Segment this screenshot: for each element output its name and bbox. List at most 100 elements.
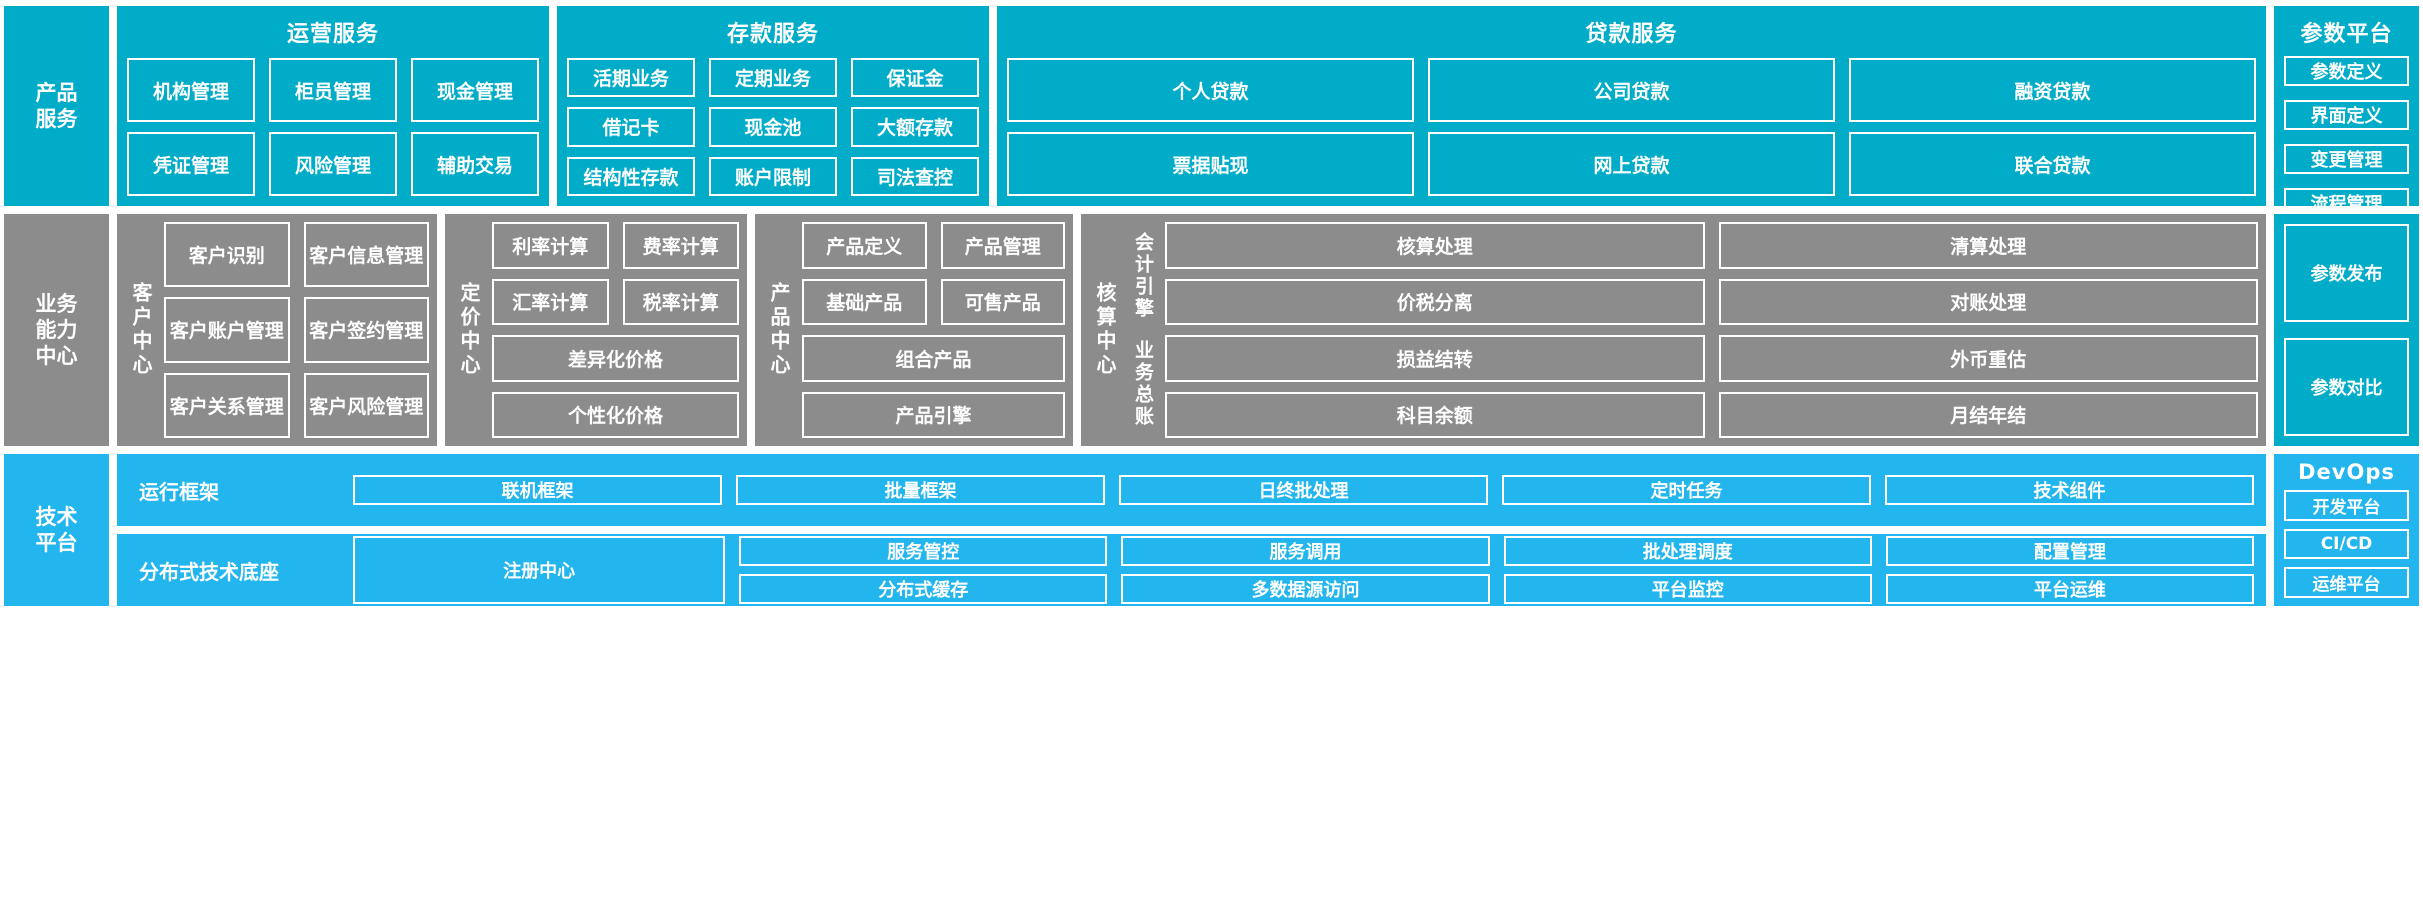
capability-row: 价税分离 对账处理	[1165, 278, 2258, 325]
service-cell-structured-deposit[interactable]: 结构性存款	[567, 156, 695, 196]
capability-row: 产品引擎	[802, 391, 1065, 438]
tech-cell-platform-operations[interactable]: 平台运维	[1885, 574, 2255, 604]
service-cell-corporate-loan[interactable]: 公司贷款	[1428, 58, 1835, 122]
service-cell-cash-management[interactable]: 现金管理	[411, 58, 539, 122]
tech-cell-service-governance[interactable]: 服务管控	[739, 536, 1108, 566]
cap-cell-differentiated-pricing[interactable]: 差异化价格	[492, 335, 739, 382]
tech-column: 服务调用 多数据源访问	[1121, 536, 1490, 604]
service-cell-account-restriction[interactable]: 账户限制	[709, 156, 837, 196]
cap-cell-month-year-end-closing[interactable]: 月结年结	[1718, 391, 2258, 438]
group-title-deposit: 存款服务	[726, 22, 819, 47]
cap-cell-combined-product[interactable]: 组合产品	[802, 335, 1065, 382]
cap-cell-base-product[interactable]: 基础产品	[802, 278, 927, 325]
group-customer-center: 客户中心 客户识别 客户信息管理 客户账户管理 客户签约管理 客户关系管理 客户…	[117, 214, 437, 446]
tech-cell-configuration-management[interactable]: 配置管理	[1885, 536, 2255, 566]
tech-cell-scheduled-task[interactable]: 定时任务	[1502, 475, 1871, 505]
cap-cell-account-balance[interactable]: 科目余额	[1165, 391, 1705, 438]
service-row: 机构管理 柜员管理 现金管理	[127, 58, 539, 122]
cap-cell-interest-rate-calculation[interactable]: 利率计算	[492, 222, 609, 269]
param-cell-parameter-publish[interactable]: 参数发布	[2284, 224, 2409, 322]
service-cell-debit-card[interactable]: 借记卡	[567, 107, 695, 147]
cap-cell-sellable-product[interactable]: 可售产品	[940, 278, 1065, 325]
cap-cell-price-tax-separation[interactable]: 价税分离	[1165, 278, 1705, 325]
devops-cell-cicd[interactable]: CI/CD	[2284, 528, 2409, 560]
capability-row: 核算处理 清算处理	[1165, 222, 2258, 269]
band-label-business-capability: 业务 能力 中心	[4, 214, 109, 446]
service-cell-time-deposit[interactable]: 定期业务	[709, 58, 837, 98]
cap-cell-customer-contract-management[interactable]: 客户签约管理	[303, 297, 429, 363]
tech-cell-multi-datasource-access[interactable]: 多数据源访问	[1121, 574, 1490, 604]
strip-runtime-framework: 运行框架 联机框架 批量框架 日终批处理 定时任务 技术组件	[117, 454, 2266, 526]
service-cell-judicial-inquiry[interactable]: 司法查控	[851, 156, 979, 196]
cap-cell-customer-account-management[interactable]: 客户账户管理	[164, 297, 290, 363]
capability-row: 利率计算 费率计算	[492, 222, 739, 269]
service-cell-teller-management[interactable]: 柜员管理	[269, 58, 397, 122]
tech-cell-online-framework[interactable]: 联机框架	[353, 475, 722, 505]
service-cell-bill-discount[interactable]: 票据贴现	[1007, 132, 1414, 196]
strip-distributed-tech-base: 分布式技术底座 注册中心 服务管控 分布式缓存 服务调用 多数据源访问 批处理调…	[117, 534, 2266, 606]
service-row: 借记卡 现金池 大额存款	[567, 107, 979, 147]
cap-cell-exchange-rate-calculation[interactable]: 汇率计算	[492, 278, 609, 325]
cap-cell-foreign-currency-revaluation[interactable]: 外币重估	[1718, 335, 2258, 382]
cap-cell-personalized-pricing[interactable]: 个性化价格	[492, 391, 739, 438]
strip-label-runtime-framework: 运行框架	[139, 479, 219, 504]
cap-cell-customer-risk-management[interactable]: 客户风险管理	[303, 372, 429, 438]
group-vlabel-pricing-center: 定价中心	[457, 282, 481, 378]
service-cell-personal-loan[interactable]: 个人贷款	[1007, 58, 1414, 122]
column-parameter-platform-lower: 参数发布 参数对比	[2274, 214, 2419, 446]
tech-cell-technical-component[interactable]: 技术组件	[1885, 475, 2254, 505]
cap-cell-product-engine[interactable]: 产品引擎	[802, 391, 1065, 438]
param-cell-parameter-compare[interactable]: 参数对比	[2284, 338, 2409, 436]
param-cell-parameter-definition[interactable]: 参数定义	[2284, 56, 2409, 86]
service-cell-syndicated-loan[interactable]: 联合贷款	[1849, 132, 2256, 196]
devops-cell-development-platform[interactable]: 开发平台	[2284, 490, 2409, 521]
param-cell-interface-definition[interactable]: 界面定义	[2284, 100, 2409, 130]
cap-cell-customer-identification[interactable]: 客户识别	[164, 222, 290, 288]
group-loan-services: 贷款服务 个人贷款 公司贷款 融资贷款 票据贴现 网上贷款 联合贷款	[997, 6, 2266, 206]
cap-cell-profit-loss-carryover[interactable]: 损益结转	[1165, 335, 1705, 382]
service-cell-auxiliary-transaction[interactable]: 辅助交易	[411, 132, 539, 196]
band-product-service: 产品 服务 运营服务 机构管理 柜员管理 现金管理 凭证管理 风险管理 辅助交易	[4, 6, 2419, 218]
cap-cell-accounting-processing[interactable]: 核算处理	[1165, 222, 1705, 269]
service-cell-large-deposit[interactable]: 大额存款	[851, 107, 979, 147]
group-vlabel-product-center: 产品中心	[767, 282, 791, 378]
cap-cell-settlement-processing[interactable]: 清算处理	[1718, 222, 2258, 269]
tech-cell-end-of-day-batch[interactable]: 日终批处理	[1119, 475, 1488, 505]
service-cell-org-management[interactable]: 机构管理	[127, 58, 255, 122]
group-pricing-center: 定价中心 利率计算 费率计算 汇率计算 税率计算 差异化价格 个性化价格	[445, 214, 747, 446]
capability-row: 汇率计算 税率计算	[492, 278, 739, 325]
service-cell-financing-loan[interactable]: 融资贷款	[1849, 58, 2256, 122]
tech-cell-batch-scheduling[interactable]: 批处理调度	[1503, 536, 1872, 566]
service-cell-demand-deposit[interactable]: 活期业务	[567, 58, 695, 98]
tech-platform-strips: 运行框架 联机框架 批量框架 日终批处理 定时任务 技术组件 分布式技术底座 注…	[117, 454, 2266, 606]
tech-cell-registry-center[interactable]: 注册中心	[353, 536, 726, 604]
tech-cell-batch-framework[interactable]: 批量框架	[736, 475, 1105, 505]
service-cell-online-loan[interactable]: 网上贷款	[1428, 132, 1835, 196]
column-title-parameter-platform: 参数平台	[2300, 22, 2393, 47]
cap-cell-customer-info-management[interactable]: 客户信息管理	[303, 222, 429, 288]
cap-cell-product-definition[interactable]: 产品定义	[802, 222, 927, 269]
strip-label-distributed-tech-base: 分布式技术底座	[139, 559, 279, 584]
param-cell-change-management[interactable]: 变更管理	[2284, 144, 2409, 174]
column-devops: DevOps 开发平台 CI/CD 运维平台	[2274, 454, 2419, 606]
group-vlabel-business-general-ledger: 业务总账	[1132, 340, 1154, 428]
service-cell-risk-management[interactable]: 风险管理	[269, 132, 397, 196]
service-row: 凭证管理 风险管理 辅助交易	[127, 132, 539, 196]
tech-cell-distributed-cache[interactable]: 分布式缓存	[739, 574, 1108, 604]
service-cell-margin-deposit[interactable]: 保证金	[851, 58, 979, 98]
cap-cell-tax-rate-calculation[interactable]: 税率计算	[622, 278, 739, 325]
group-vlabel-accounting-engine: 会计引擎	[1132, 232, 1154, 320]
tech-cell-platform-monitoring[interactable]: 平台监控	[1503, 574, 1872, 604]
group-vlabel-customer-center: 客户中心	[129, 282, 153, 378]
group-accounting-center: 核算中心 会计引擎 业务总账 核算处理 清算处理 价税分离 对账处理	[1081, 214, 2266, 446]
cap-cell-customer-relationship-management[interactable]: 客户关系管理	[164, 372, 290, 438]
devops-cell-operations-platform[interactable]: 运维平台	[2284, 567, 2409, 599]
service-cell-voucher-management[interactable]: 凭证管理	[127, 132, 255, 196]
cap-cell-product-management[interactable]: 产品管理	[940, 222, 1065, 269]
capability-row: 客户识别 客户信息管理	[164, 222, 429, 288]
cap-cell-fee-rate-calculation[interactable]: 费率计算	[622, 222, 739, 269]
tech-cell-service-invocation[interactable]: 服务调用	[1121, 536, 1490, 566]
cap-cell-reconciliation-processing[interactable]: 对账处理	[1718, 278, 2258, 325]
service-cell-cash-pool[interactable]: 现金池	[709, 107, 837, 147]
